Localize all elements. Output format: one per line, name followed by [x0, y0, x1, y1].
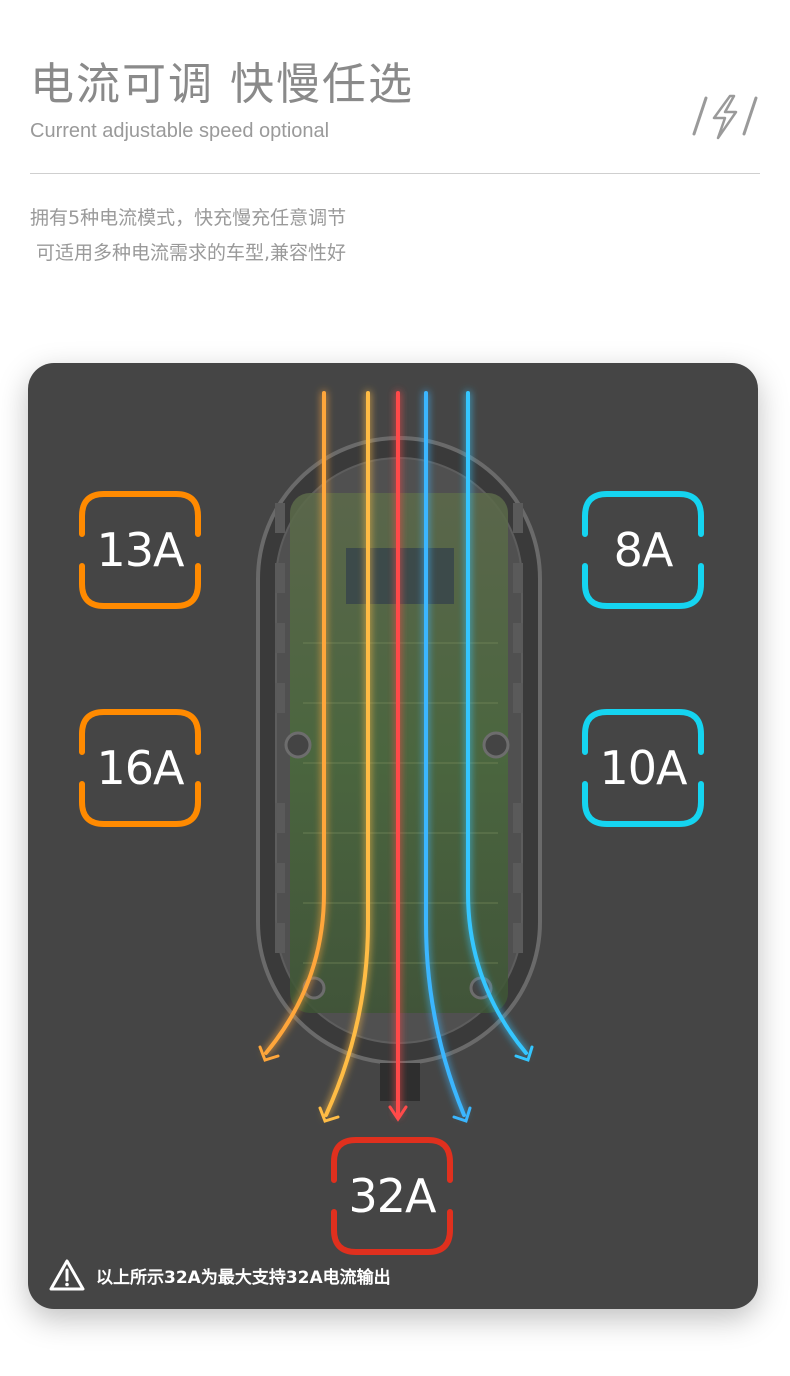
current-badge-10a: 10A	[581, 708, 705, 828]
current-badge-32a: 32A	[330, 1136, 454, 1256]
badge-label: 8A	[613, 523, 674, 577]
description-line-1: 拥有5种电流模式，快充慢充任意调节	[30, 207, 347, 229]
disclaimer-text: 以上所示32A为最大支持32A电流输出	[96, 1267, 391, 1288]
current-line-orange	[264, 391, 326, 1055]
current-badge-13a: 13A	[78, 490, 202, 610]
current-line-cyan	[466, 391, 528, 1055]
arrow-head	[388, 1105, 408, 1122]
page-title: 电流可调 快慢任选	[30, 59, 414, 110]
arrow-head	[318, 1106, 340, 1123]
lightning-icon	[692, 94, 758, 140]
warning-icon	[49, 1259, 85, 1291]
badge-label: 32A	[348, 1169, 436, 1223]
current-badge-8a: 8A	[581, 490, 705, 610]
badge-label: 13A	[96, 523, 184, 577]
arrow-head	[452, 1106, 472, 1123]
badge-label: 10A	[599, 741, 687, 795]
screw-hole	[284, 731, 312, 759]
arrow-head	[514, 1045, 534, 1062]
product-panel: 13A 16A 8A 10A 32A	[28, 363, 758, 1309]
header-divider	[30, 173, 760, 174]
description-line-2: 可适用多种电流需求的车型,兼容性好	[36, 242, 347, 264]
charger-device-illustration	[256, 391, 542, 1123]
arrow-head	[258, 1045, 280, 1062]
current-line-blue	[424, 391, 466, 1117]
current-badge-16a: 16A	[78, 708, 202, 828]
page-subtitle: Current adjustable speed optional	[30, 120, 330, 142]
badge-label: 16A	[96, 741, 184, 795]
current-line-orange	[324, 391, 370, 1117]
screw-hole	[482, 731, 510, 759]
disclaimer: 以上所示32A为最大支持32A电流输出	[48, 1258, 391, 1292]
